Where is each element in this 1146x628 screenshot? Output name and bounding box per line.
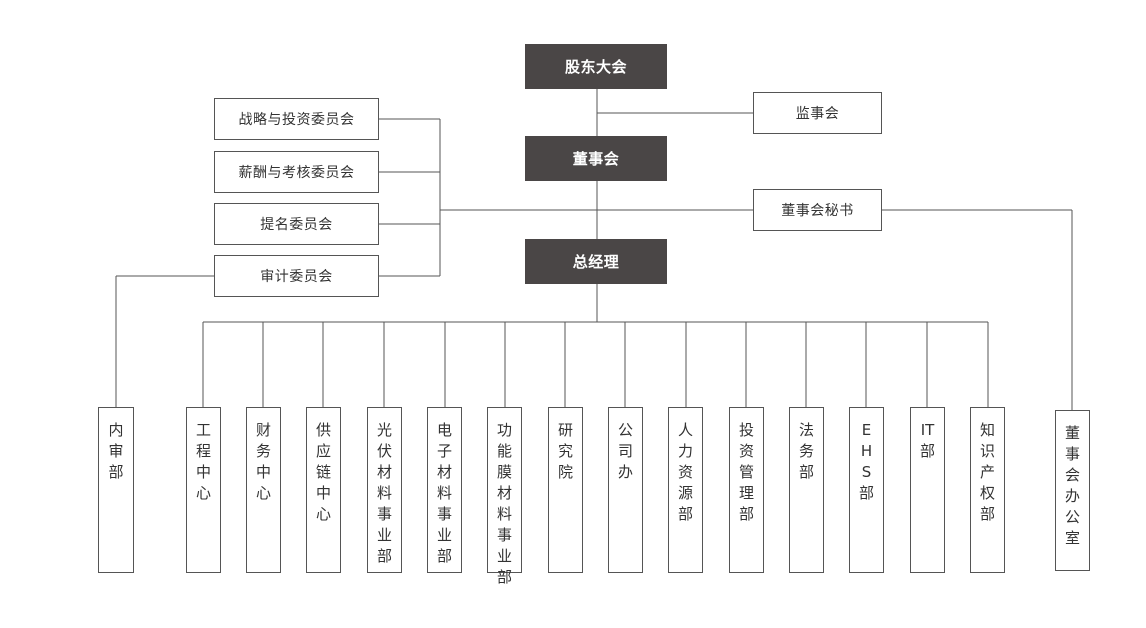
department-label: 研究院 — [558, 421, 574, 481]
department-box: 人力资源部 — [668, 407, 703, 573]
department-box: 研究院 — [548, 407, 583, 573]
board-office-label: 董事会办公室 — [1065, 424, 1081, 547]
department-box: 投资管理部 — [729, 407, 764, 573]
department-label: 财务中心 — [256, 421, 272, 502]
department-label: 公司办 — [618, 421, 634, 481]
department-box: 光伏材料事业部 — [367, 407, 402, 573]
department-box: 知识产权部 — [970, 407, 1005, 573]
board-office-box: 董事会办公室 — [1055, 410, 1090, 571]
internal-audit-box: 内审部 — [98, 407, 134, 573]
department-label: 供应链中心 — [316, 421, 332, 523]
department-box: 财务中心 — [246, 407, 281, 573]
department-box: IT部 — [910, 407, 945, 573]
supervisory-board-box: 监事会 — [753, 92, 882, 134]
board-secretary-box: 董事会秘书 — [753, 189, 882, 231]
strategy-investment-committee-box: 战略与投资委员会 — [214, 98, 379, 140]
department-box: 公司办 — [608, 407, 643, 573]
general-manager-box: 总经理 — [525, 239, 667, 284]
department-label: 人力资源部 — [678, 421, 694, 523]
department-label: 工程中心 — [196, 421, 212, 502]
department-box: 工程中心 — [186, 407, 221, 573]
compensation-committee-box: 薪酬与考核委员会 — [214, 151, 379, 193]
department-label: 光伏材料事业部 — [377, 421, 393, 565]
department-label: 投资管理部 — [739, 421, 755, 523]
board-of-directors-box: 董事会 — [525, 136, 667, 181]
department-box: EHS部 — [849, 407, 884, 573]
department-label: 功能膜材料事业部 — [497, 421, 513, 586]
audit-committee-box: 审计委员会 — [214, 255, 379, 297]
nomination-committee-box: 提名委员会 — [214, 203, 379, 245]
department-label: 知识产权部 — [980, 421, 996, 523]
department-box: 法务部 — [789, 407, 824, 573]
department-label: 电子材料事业部 — [437, 421, 453, 565]
department-box: 供应链中心 — [306, 407, 341, 573]
department-label: IT部 — [920, 421, 936, 460]
department-label: EHS部 — [859, 421, 875, 502]
department-box: 功能膜材料事业部 — [487, 407, 522, 586]
department-box: 电子材料事业部 — [427, 407, 462, 573]
shareholders-meeting-box: 股东大会 — [525, 44, 667, 89]
department-label: 法务部 — [799, 421, 815, 481]
internal-audit-label: 内审部 — [108, 421, 124, 481]
